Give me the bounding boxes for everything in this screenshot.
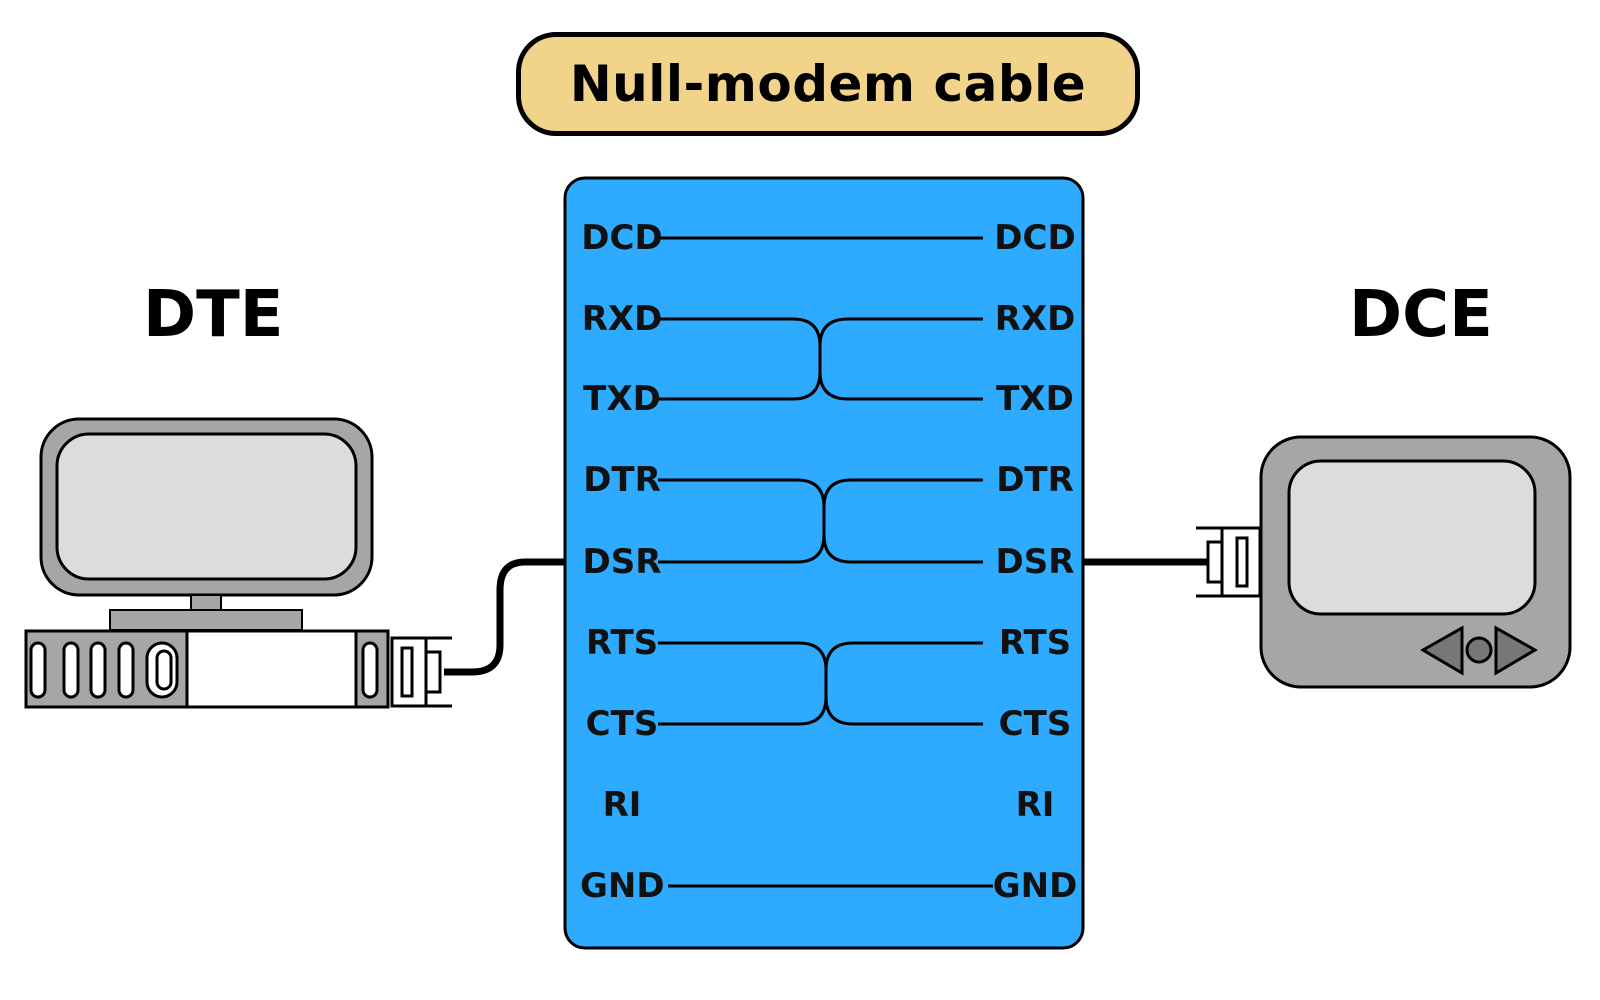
pin-right-cts: CTS (998, 704, 1072, 744)
dte-label: DTE (143, 278, 284, 352)
pin-left-gnd: GND (580, 866, 665, 906)
pin-right-txd: TXD (996, 379, 1074, 419)
wire-cts-rts (824, 641, 983, 726)
pin-left-ri: RI (602, 785, 642, 825)
pin-left-rts: RTS (585, 623, 659, 663)
pin-right-dsr: DSR (995, 542, 1075, 582)
dte-cable (444, 558, 565, 676)
pin-left-dsr: DSR (582, 542, 662, 582)
dce-label: DCE (1349, 278, 1493, 352)
pin-left-txd: TXD (583, 379, 661, 419)
cable-title: Null-modem cable (569, 55, 1087, 113)
wire-txd-rxd (818, 317, 983, 401)
modem-icon (1259, 435, 1572, 689)
pin-right-rxd: RXD (994, 299, 1076, 339)
pin-left-cts: CTS (585, 704, 659, 744)
pin-left-dtr: DTR (583, 460, 661, 500)
cable-title-box: Null-modem cable (516, 32, 1140, 136)
wire-dsr-dtr (822, 478, 983, 564)
pin-left-rxd: RXD (581, 299, 663, 339)
wire-group (658, 236, 993, 888)
dte-connector-icon (390, 636, 452, 708)
computer-icon (24, 417, 390, 709)
dce-connector-icon (1196, 526, 1262, 598)
pin-right-dcd: DCD (994, 218, 1076, 258)
pin-right-gnd: GND (992, 866, 1078, 906)
pin-right-dtr: DTR (996, 460, 1074, 500)
pin-right-ri: RI (1015, 785, 1055, 825)
pin-right-rts: RTS (998, 623, 1072, 663)
pin-left-dcd: DCD (581, 218, 663, 258)
